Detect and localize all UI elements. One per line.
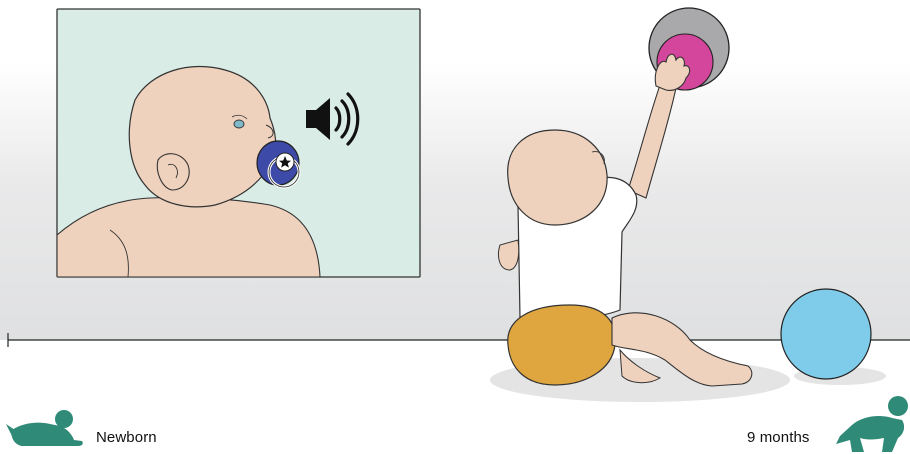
newborn-inset-panel (57, 9, 420, 277)
timeline-start-label: Newborn (96, 429, 157, 446)
crawling-baby-icon (836, 396, 908, 452)
sitting-baby (498, 54, 751, 386)
newborn-baby-icon (6, 410, 83, 446)
newborn-eye (234, 120, 244, 128)
blue-ball (781, 289, 886, 385)
timeline-end-label: 9 months (747, 429, 810, 446)
